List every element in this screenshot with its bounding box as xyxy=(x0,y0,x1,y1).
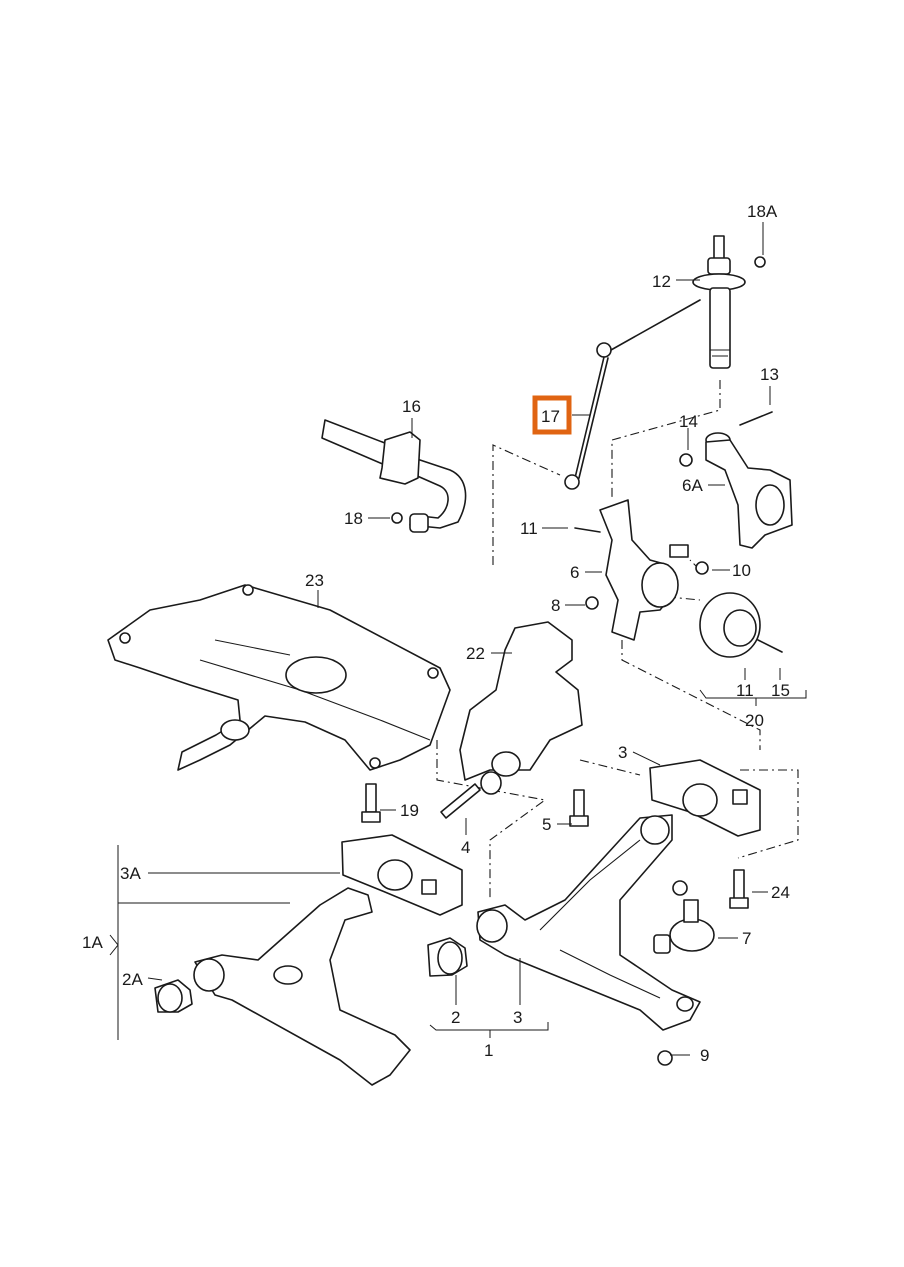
wheel-hub xyxy=(699,592,783,658)
callout-3-upper: 3 xyxy=(618,743,627,762)
callout-17-highlight-box xyxy=(532,395,572,435)
callout-12: 12 xyxy=(652,272,671,291)
callout-23: 23 xyxy=(305,571,324,590)
callout-22: 22 xyxy=(466,644,485,663)
callout-20: 20 xyxy=(745,711,764,730)
callout-3-lower: 3 xyxy=(513,1008,522,1027)
callout-17: 17 xyxy=(541,407,560,426)
callout-2: 2 xyxy=(451,1008,460,1027)
callout-19: 19 xyxy=(400,801,419,820)
bushing-3A xyxy=(341,834,463,916)
callout-18: 18 xyxy=(344,509,363,528)
shock-absorber-strut xyxy=(692,235,766,369)
callout-1A: 1A xyxy=(82,933,103,952)
callout-8: 8 xyxy=(551,596,560,615)
callout-13: 13 xyxy=(760,365,779,384)
steering-knuckle-6 xyxy=(574,499,709,641)
subframe xyxy=(107,584,451,771)
callout-18A: 18A xyxy=(747,202,778,221)
callout-24: 24 xyxy=(771,883,790,902)
stabilizer-bar xyxy=(321,419,467,533)
bracket xyxy=(459,621,583,795)
coupling-rod xyxy=(564,299,701,490)
callout-7: 7 xyxy=(742,929,751,948)
bushing-3-upper xyxy=(649,759,761,837)
control-arm-1 xyxy=(427,814,701,1031)
callout-15: 15 xyxy=(771,681,790,700)
callout-1: 1 xyxy=(484,1041,493,1060)
callout-5: 5 xyxy=(542,815,551,834)
bolts xyxy=(361,783,749,909)
steering-knuckle-6A xyxy=(679,411,793,549)
callout-4: 4 xyxy=(461,838,470,857)
callout-10: 10 xyxy=(732,561,751,580)
control-arm-1A xyxy=(154,887,411,1086)
callout-9: 9 xyxy=(700,1046,709,1065)
callout-14: 14 xyxy=(679,412,698,431)
callout-labels: 18A 12 13 16 17 14 6A 18 11 6 10 8 23 22… xyxy=(82,202,790,1065)
leader-lines xyxy=(109,222,807,1056)
callout-6A: 6A xyxy=(682,476,703,495)
callout-3A: 3A xyxy=(120,864,141,883)
callout-11-upper: 11 xyxy=(520,519,538,538)
callout-6: 6 xyxy=(570,563,579,582)
callout-16: 16 xyxy=(402,397,421,416)
strut-nut-18A xyxy=(754,256,766,268)
callout-2A: 2A xyxy=(122,970,143,989)
callout-11-lower: 11 xyxy=(736,681,754,700)
ball-joint xyxy=(653,880,715,1066)
